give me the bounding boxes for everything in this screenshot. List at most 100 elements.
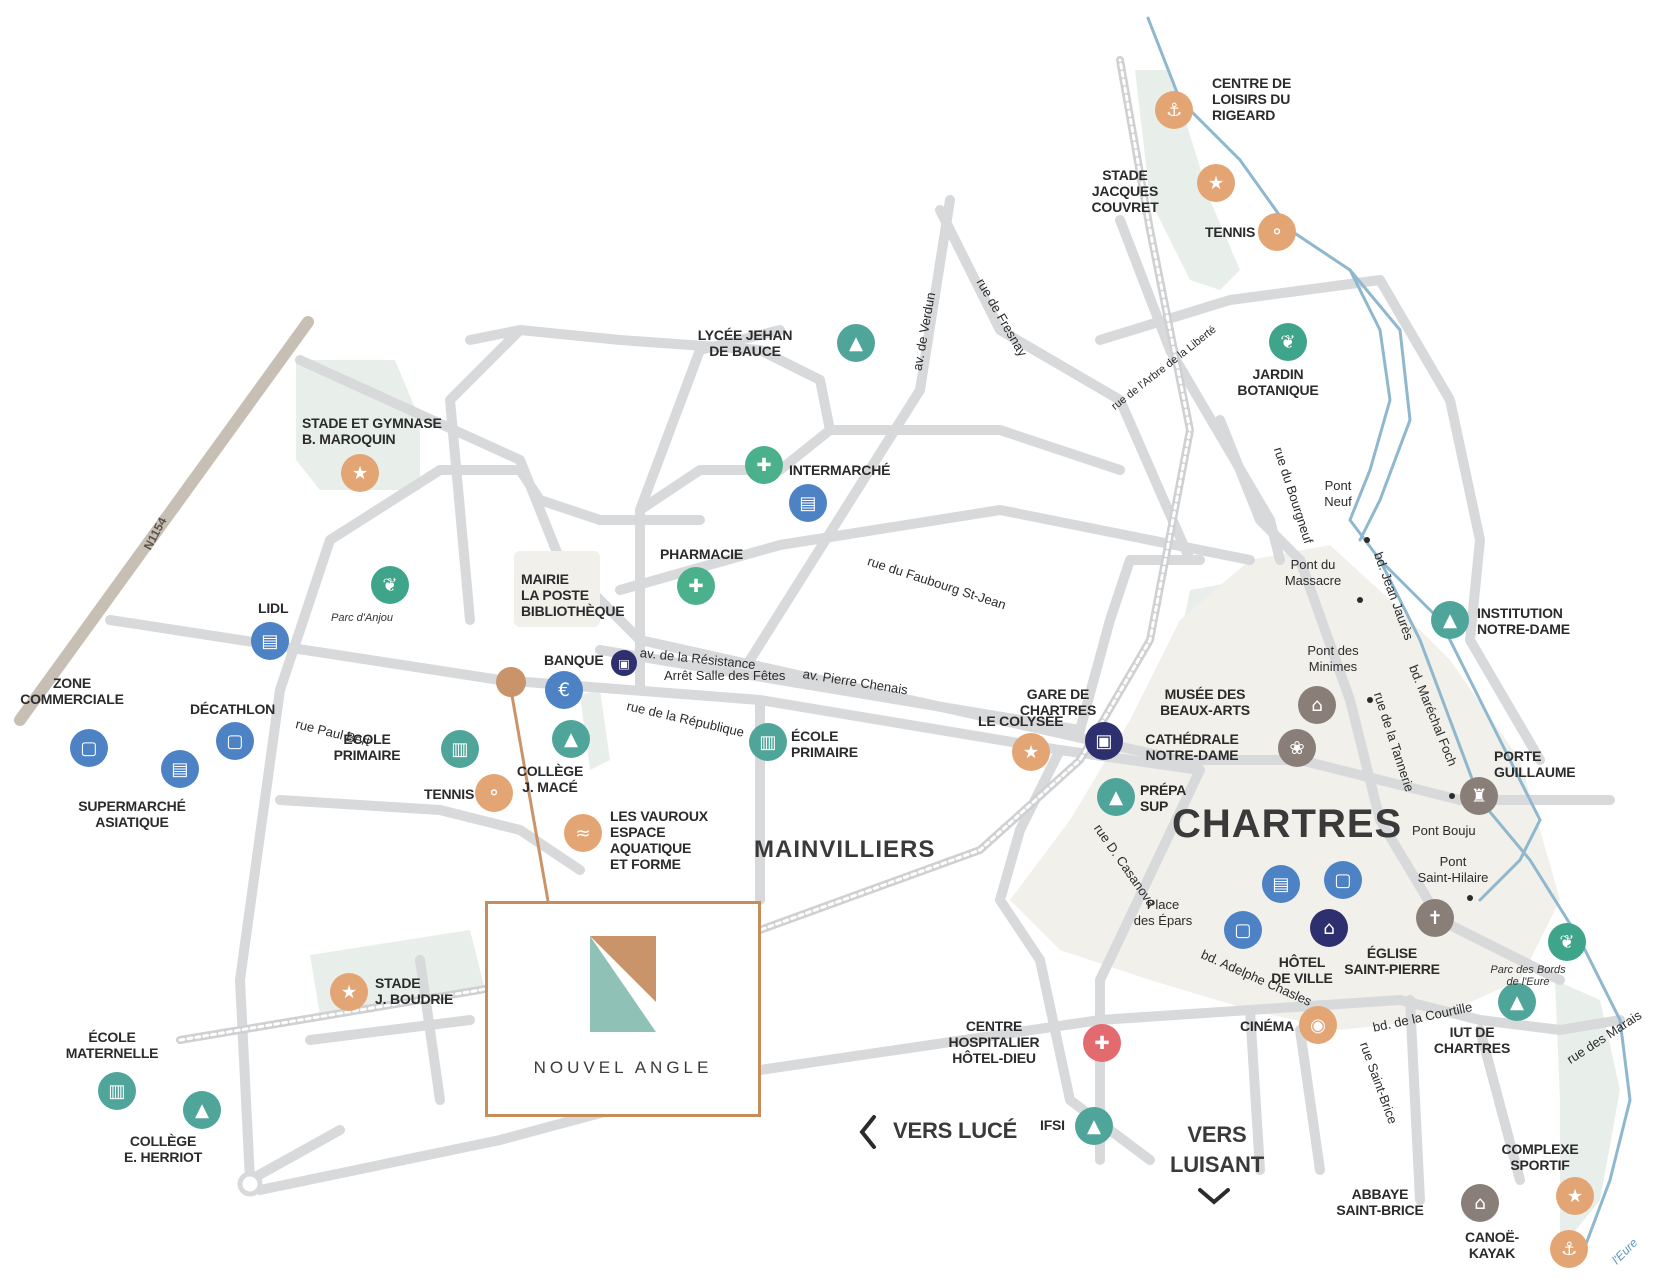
ambulance-icon[interactable]: ✚ [1083, 1024, 1121, 1062]
poi-label-complexe: COMPLEXE SPORTIF [1501, 1141, 1579, 1173]
poi-label-vauroux: LES VAUROUX ESPACE AQUATIQUE ET FORME [610, 808, 708, 872]
place-label-place-epars: Place des Épars [1133, 897, 1193, 928]
poi-label-tennis-w: TENNIS [424, 786, 475, 802]
place-label-pont-neuf: Pont Neuf [1324, 478, 1352, 509]
bus-icon[interactable]: ▣ [611, 650, 637, 676]
graduation-cap-icon[interactable]: ▲ [552, 720, 590, 758]
medical-cross-icon[interactable]: ✚ [745, 446, 783, 484]
poi-label-abbaye: ABBAYE SAINT-BRICE [1336, 1186, 1424, 1218]
mairie-background [514, 551, 600, 627]
highway-n1154 [14, 316, 314, 726]
rose-window-icon[interactable]: ❀ [1278, 729, 1316, 767]
cross-icon[interactable]: ✝ [1416, 899, 1454, 937]
poi-label-stade-couvret: STADE JACQUES COUVRET [1091, 167, 1159, 215]
roundabout [237, 1171, 263, 1197]
poi-label-mairie: MAIRIE LA POSTE BIBLIOTHÈQUE [521, 571, 625, 619]
poi-label-banque: BANQUE [544, 652, 604, 668]
poi-label-tennis-north: TENNIS [1205, 224, 1256, 240]
poi-label-centre-loisirs: CENTRE DE LOISIRS DU RIGEARD [1212, 75, 1292, 123]
swim-icon[interactable]: ≈ [564, 814, 602, 852]
graduation-cap-icon[interactable]: ▲ [1498, 983, 1536, 1021]
camera-icon[interactable]: ◉ [1299, 1006, 1337, 1044]
poi-label-hospitalier: CENTRE HOSPITALIER HÔTEL-DIEU [948, 1018, 1040, 1066]
runner-icon[interactable]: ★ [1012, 733, 1050, 771]
cart-icon[interactable]: ▤ [251, 622, 289, 660]
graduation-cap-icon[interactable]: ▲ [1097, 778, 1135, 816]
place-label-pont-hilaire: Pont Saint-Hilaire [1417, 854, 1489, 885]
leaf-icon[interactable]: ❦ [1548, 923, 1586, 961]
backpack-icon[interactable]: ▥ [749, 723, 787, 761]
runner-icon[interactable]: ★ [1556, 1177, 1594, 1215]
poi-label-musee: MUSÉE DES BEAUX-ARTS [1160, 686, 1250, 718]
poi-label-college-herriot: COLLÈGE E. HERRIOT [123, 1133, 203, 1165]
town-chartres: CHARTRES [1172, 802, 1403, 846]
town-mainvilliers: MAINVILLIERS [754, 836, 936, 863]
poi-label-ifsi: IFSI [1040, 1117, 1065, 1133]
poi-label-cathedrale: CATHÉDRALE NOTRE-DAME [1145, 731, 1239, 763]
bag-icon[interactable]: ▢ [216, 722, 254, 760]
chevron-left-icon [859, 1115, 876, 1149]
poi-label-college-mace: COLLÈGE J. MACÉ [516, 763, 584, 795]
train-icon[interactable]: ▣ [1085, 722, 1123, 760]
medical-cross-icon[interactable]: ✚ [677, 567, 715, 605]
brand-card[interactable]: NOUVEL ANGLE [485, 901, 761, 1117]
graduation-cap-icon[interactable]: ▲ [1075, 1107, 1113, 1145]
place-label-pont-bouju: Pont Bouju [1412, 823, 1476, 838]
runner-icon[interactable]: ★ [341, 454, 379, 492]
poi-label-prepa: PRÉPA SUP [1140, 782, 1187, 814]
runner-icon[interactable]: ★ [1197, 164, 1235, 202]
backpack-icon[interactable]: ▥ [98, 1072, 136, 1110]
abbey-icon[interactable]: ⌂ [1461, 1184, 1499, 1222]
poi-label-canoe: CANOË- KAYAK [1464, 1229, 1520, 1261]
cart-icon[interactable]: ▤ [161, 750, 199, 788]
leaf-icon[interactable]: ❦ [1269, 323, 1307, 361]
project-location-pin[interactable] [496, 667, 526, 697]
museum-icon[interactable]: ⌂ [1310, 909, 1348, 947]
poi-label-eglise: ÉGLISE SAINT-PIERRE [1344, 945, 1440, 977]
cart-icon[interactable]: ▤ [1262, 865, 1300, 903]
graduation-cap-icon[interactable]: ▲ [837, 324, 875, 362]
place-label-pont-minimes: Pont des Minimes [1307, 643, 1359, 674]
graduation-cap-icon[interactable]: ▲ [1431, 601, 1469, 639]
poi-label-decathlon: DÉCATHLON [190, 701, 276, 717]
poi-label-jardin-botanique: JARDIN BOTANIQUE [1237, 366, 1319, 398]
brand-logo-icon [590, 936, 656, 1032]
kayak-icon[interactable]: ⚓ [1155, 91, 1193, 129]
graduation-cap-icon[interactable]: ▲ [183, 1091, 221, 1129]
bag-icon[interactable]: ▢ [1224, 911, 1262, 949]
poi-label-ecole-maternelle: ÉCOLE MATERNELLE [65, 1029, 159, 1061]
leaf-icon[interactable]: ❦ [371, 566, 409, 604]
euro-icon[interactable]: € [545, 671, 583, 709]
poi-label-hotel-ville: HÔTEL DE VILLE [1271, 954, 1333, 986]
tennis-icon[interactable]: ⚬ [1258, 213, 1296, 251]
pin-connector-line [509, 689, 550, 902]
poi-label-zone-commerciale: ZONE COMMERCIALE [20, 675, 124, 707]
poi-label-porte-guillaume: PORTE GUILLAUME [1494, 748, 1576, 780]
direction-luisant[interactable]: VERS LUISANT [1170, 1122, 1264, 1177]
poi-label-iut: IUT DE CHARTRES [1433, 1024, 1511, 1056]
poi-label-pharmacie: PHARMACIE [660, 546, 743, 562]
chevron-down-icon [1198, 1188, 1230, 1205]
cart-icon[interactable]: ▤ [789, 484, 827, 522]
direction-luce[interactable]: VERS LUCÉ [893, 1118, 1018, 1143]
bag-icon[interactable]: ▢ [70, 729, 108, 767]
poi-label-ecole-primaire-e: ÉCOLE PRIMAIRE [791, 728, 858, 760]
kayak-icon[interactable]: ⚓ [1550, 1230, 1588, 1268]
bag-icon[interactable]: ▢ [1324, 861, 1362, 899]
museum-icon[interactable]: ⌂ [1298, 686, 1336, 724]
poi-label-parc-eure: Parc des Bords de l'Eure [1490, 964, 1566, 988]
backpack-icon[interactable]: ▥ [441, 730, 479, 768]
poi-label-intermarche: INTERMARCHÉ [789, 462, 891, 478]
poi-label-lycee-jehan: LYCÉE JEHAN DE BAUCE [697, 327, 793, 359]
poi-label-ecole-primaire-w: ÉCOLE PRIMAIRE [333, 731, 401, 763]
poi-label-parc-anjou: Parc d'Anjou [330, 612, 394, 624]
tower-icon[interactable]: ♜ [1460, 777, 1498, 815]
runner-icon[interactable]: ★ [330, 973, 368, 1011]
tennis-icon[interactable]: ⚬ [475, 774, 513, 812]
poi-label-stade-boudrie: STADE J. BOUDRIE [375, 975, 454, 1007]
place-label-pont-massacre: Pont du Massacre [1284, 557, 1342, 588]
poi-label-colysee: LE COLYSÉE [978, 713, 1064, 729]
poi-label-cinema: CINÉMA [1240, 1018, 1295, 1034]
poi-label-supermarche-asiatique: SUPERMARCHÉ ASIATIQUE [78, 798, 186, 830]
brand-name: NOUVEL ANGLE [533, 1058, 713, 1077]
